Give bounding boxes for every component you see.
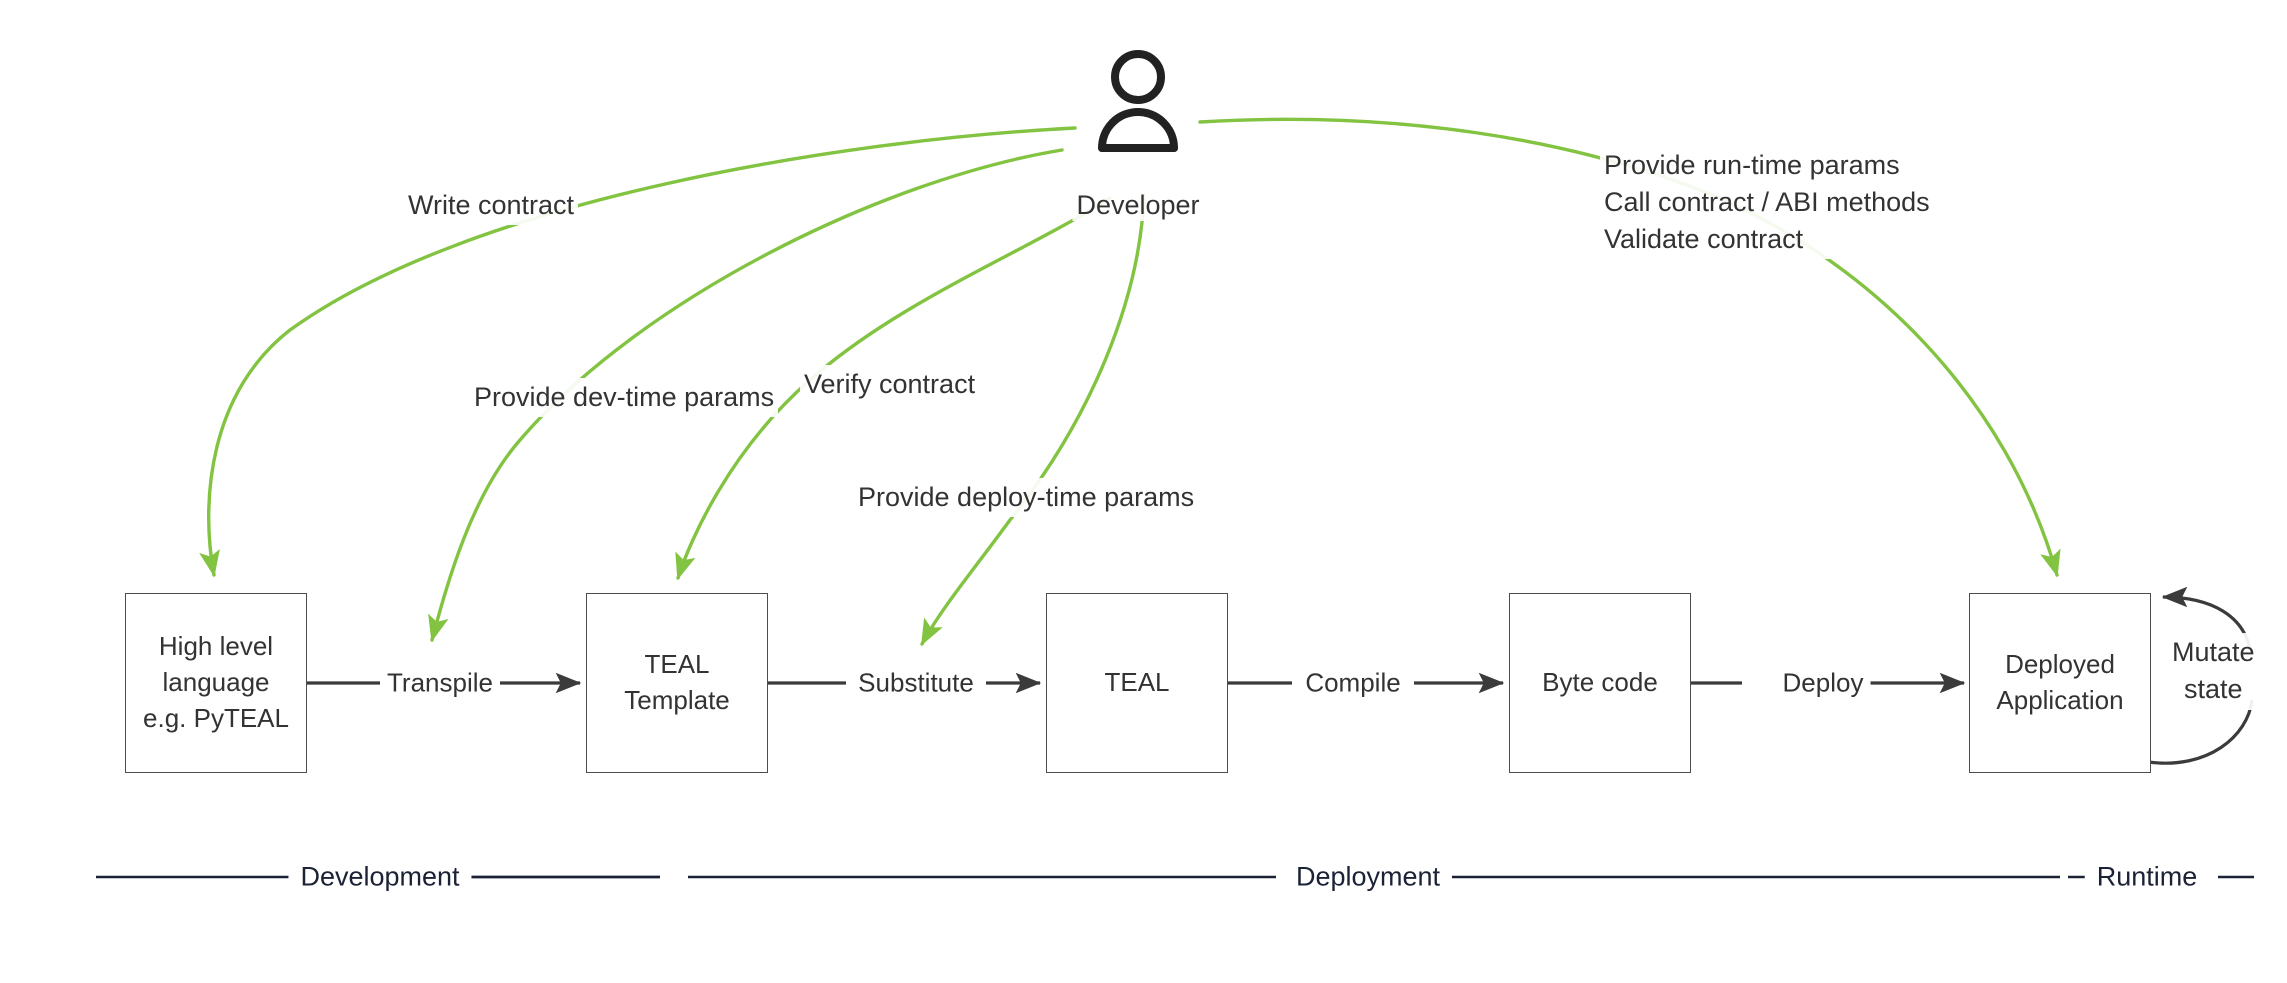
note-provide-deploy-time-params: Provide deploy-time params	[854, 478, 1199, 517]
flow-write-contract	[199, 126, 1077, 578]
flow-provide-dev-time-params	[428, 148, 1064, 642]
note-write-contract: Write contract	[404, 186, 579, 225]
note-provide-dev-time-params: Provide dev-time params	[470, 378, 779, 417]
node-teal-template[interactable]: TEAL Template	[586, 593, 768, 773]
edge-label-transpile: Transpile	[380, 667, 500, 699]
note-verify-contract: Verify contract	[800, 365, 980, 404]
node-teal[interactable]: TEAL	[1046, 593, 1228, 773]
node-deployed-application[interactable]: Deployed Application	[1969, 593, 2151, 773]
note-runtime-actions: Provide run-time params Call contract / …	[1600, 146, 1934, 259]
edge-mutate-state-out	[2147, 699, 2254, 765]
person-icon	[1098, 50, 1178, 152]
phase-label-development: Development	[288, 861, 472, 893]
phase-label-deployment: Deployment	[1283, 861, 1453, 893]
edge-label-mutate-state: Mutate state	[2168, 633, 2259, 710]
flow-provide-deploy-time-params	[920, 193, 1146, 646]
phase-label-runtime: Runtime	[2084, 861, 2210, 893]
edge-label-deploy: Deploy	[1775, 667, 1871, 699]
edge-label-substitute: Substitute	[851, 667, 981, 699]
edge-label-compile: Compile	[1298, 667, 1408, 699]
node-byte-code[interactable]: Byte code	[1509, 593, 1691, 773]
actor-label-developer: Developer	[1072, 190, 1204, 221]
node-high-level-language[interactable]: High level language e.g. PyTEAL	[125, 593, 307, 773]
